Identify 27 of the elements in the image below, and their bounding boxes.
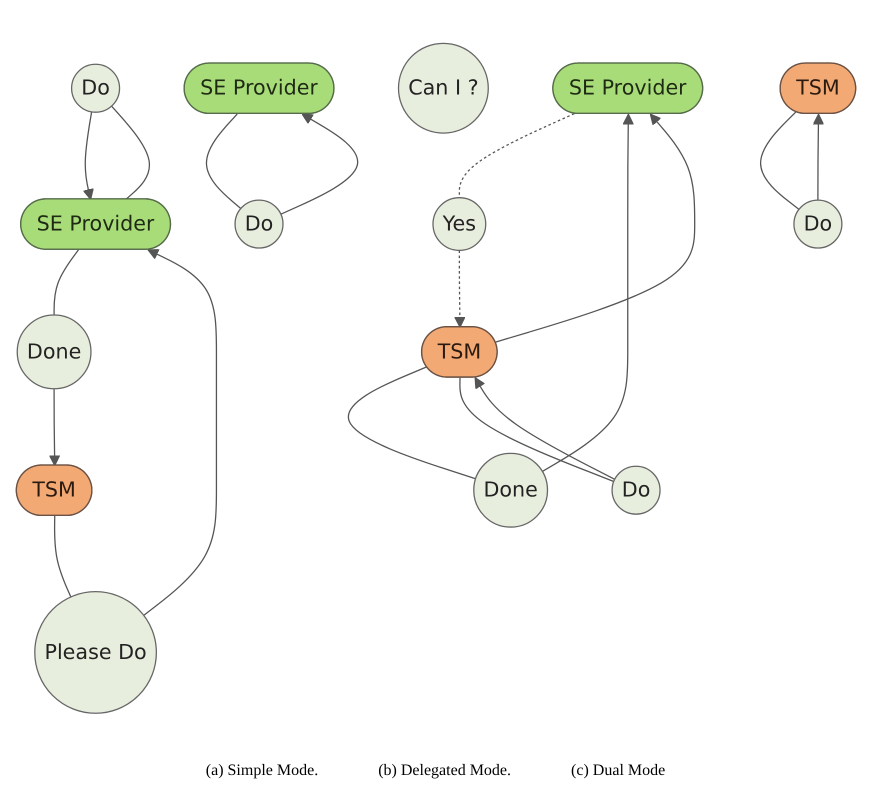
figure-caption: (c) Dual Mode (571, 762, 666, 780)
connector (347, 366, 476, 480)
node-circle: Can I ? (397, 42, 488, 134)
figure-caption: (a) Simple Mode. (206, 762, 318, 780)
node-circle: Do (610, 465, 660, 515)
node-circle: Done (16, 314, 92, 390)
arrow (494, 113, 695, 342)
arrow (142, 248, 217, 616)
arrow (48, 388, 60, 466)
node-circle: Do (234, 199, 284, 248)
connector (458, 112, 574, 198)
figure-caption: (b) Delegated Mode. (378, 762, 512, 780)
node-circle: Do (792, 199, 842, 248)
node-circle: Do (70, 63, 120, 113)
connector (110, 105, 150, 200)
connector (53, 516, 71, 597)
node-circle: Please Do (34, 590, 157, 714)
arrow (812, 113, 824, 200)
node-circle: Yes (432, 196, 486, 251)
connector (205, 113, 241, 209)
arrow (542, 113, 634, 472)
arrow (280, 113, 358, 214)
arrow (82, 111, 94, 200)
node-circle: Done (472, 452, 548, 528)
connector (52, 249, 78, 315)
connector (759, 111, 799, 210)
arrow (454, 250, 466, 328)
